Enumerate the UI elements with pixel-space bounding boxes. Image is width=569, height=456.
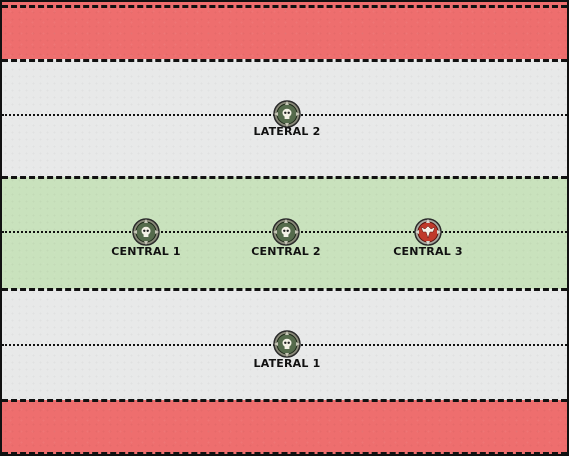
objective-label: CENTRAL 2 bbox=[251, 245, 321, 258]
zone-boundary-line bbox=[2, 399, 567, 402]
skull-icon bbox=[272, 218, 300, 246]
zone-boundary-line bbox=[2, 452, 567, 454]
deployment-zone-top bbox=[2, 2, 567, 59]
objective-marker-central-3[interactable] bbox=[413, 217, 443, 247]
zone-boundary-line bbox=[2, 59, 567, 62]
zone-boundary-line bbox=[2, 288, 567, 291]
objective-label: LATERAL 2 bbox=[253, 125, 321, 138]
aquila-icon bbox=[414, 218, 442, 246]
skull-icon bbox=[132, 218, 160, 246]
skull-icon bbox=[273, 100, 301, 128]
zone-boundary-line bbox=[2, 176, 567, 179]
skull-icon bbox=[273, 330, 301, 358]
zone-boundary-line bbox=[2, 5, 567, 8]
objective-marker-lateral-2[interactable] bbox=[272, 99, 302, 129]
objective-label: CENTRAL 1 bbox=[111, 245, 181, 258]
objective-label: LATERAL 1 bbox=[253, 357, 321, 370]
deployment-zone-bottom bbox=[2, 400, 567, 454]
objective-marker-lateral-1[interactable] bbox=[272, 329, 302, 359]
objective-label: CENTRAL 3 bbox=[393, 245, 463, 258]
objective-marker-central-2[interactable] bbox=[271, 217, 301, 247]
objective-marker-central-1[interactable] bbox=[131, 217, 161, 247]
center-zone bbox=[2, 177, 567, 289]
